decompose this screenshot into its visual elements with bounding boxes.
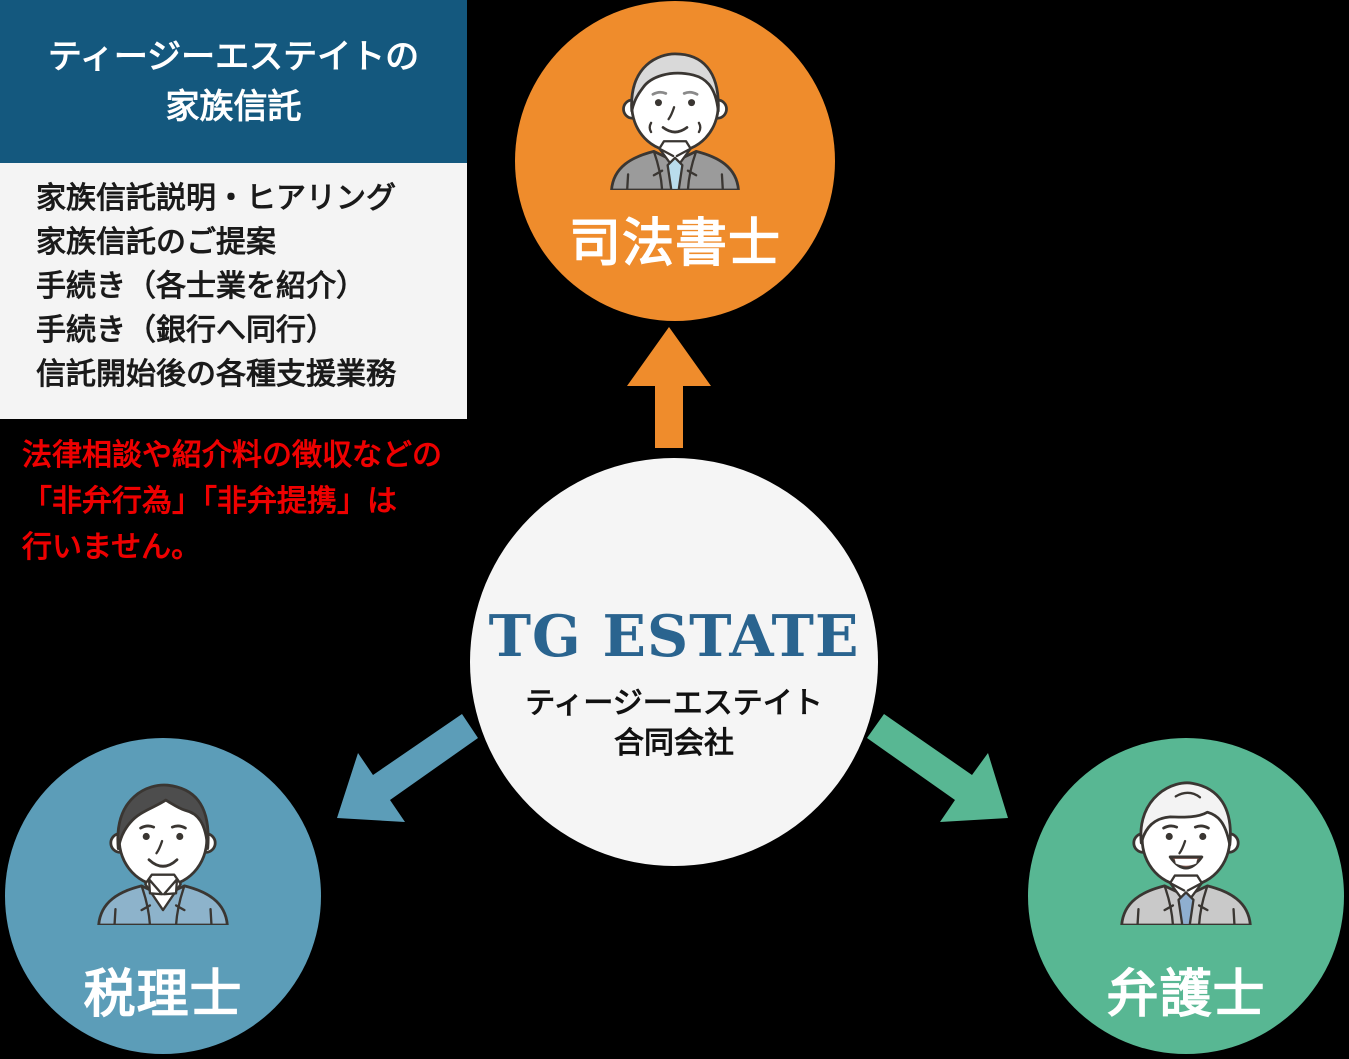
judicial-scrivener-label: 司法書士 (568, 213, 781, 274)
warning-line: 「非弁行為」「非弁提携」は (22, 484, 397, 519)
company-name-line1: ティージーエステイト (525, 686, 823, 721)
list-item: 家族信託説明・ヒアリング (36, 181, 396, 216)
tax-accountant-node: 税理士 (5, 738, 321, 1054)
company-name-line2: 合同会社 (614, 726, 734, 761)
list-item: 信託開始後の各種支援業務 (36, 357, 396, 392)
brand-name: TG ESTATE (488, 603, 860, 670)
tg-estate-node: TG ESTATE ティージーエステイト 合同会社 (470, 458, 878, 866)
company-name: ティージーエステイト 合同会社 (470, 684, 878, 764)
lawyer-label: 弁護士 (1106, 964, 1266, 1025)
arrow-down-right-icon (867, 714, 1008, 822)
list-item: 手続き（各士業を紹介） (36, 269, 366, 304)
tax-accountant-label: 税理士 (83, 964, 243, 1025)
judicial-scrivener-node: 司法書士 (515, 1, 835, 321)
arrow-down-left-icon (337, 714, 478, 822)
light-haired-man-avatar-icon (1120, 781, 1252, 925)
young-man-avatar-icon (97, 783, 229, 925)
family-trust-info-box: ティージーエステイトの 家族信託 家族信託説明・ヒアリング 家族信託のご提案 手… (0, 0, 467, 419)
service-list: 家族信託説明・ヒアリング 家族信託のご提案 手続き（各士業を紹介） 手続き（銀行… (0, 163, 467, 419)
list-item: 手続き（銀行へ同行） (36, 313, 336, 348)
warning-line: 法律相談や紹介料の徴収などの (22, 438, 442, 473)
list-item: 家族信託のご提案 (36, 225, 276, 260)
info-box-title-line1: ティージーエステイトの (47, 36, 420, 77)
older-man-avatar-icon (610, 52, 740, 190)
legal-warning-text: 法律相談や紹介料の徴収などの 「非弁行為」「非弁提携」は 行いません。 (22, 433, 492, 571)
lawyer-node: 弁護士 (1028, 738, 1344, 1054)
info-box-title: ティージーエステイトの 家族信託 (0, 0, 467, 163)
info-box-title-line2: 家族信託 (165, 86, 302, 127)
warning-line: 行いません。 (22, 530, 202, 565)
arrow-up-icon (627, 327, 711, 448)
